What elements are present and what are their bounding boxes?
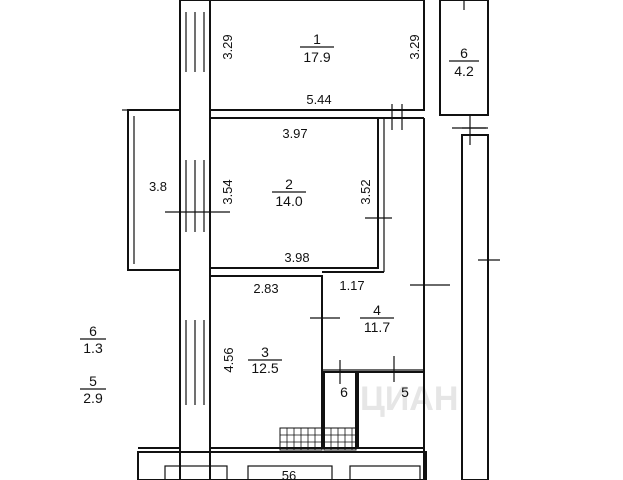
room-6-storage-outline bbox=[439, 0, 489, 116]
svg-text:3: 3 bbox=[261, 344, 269, 360]
room-3-label: 3 12.5 bbox=[248, 344, 282, 376]
window-left-3 bbox=[185, 320, 205, 405]
dim-room2-left: 3.54 bbox=[220, 179, 235, 204]
room-2-label: 2 14.0 bbox=[272, 176, 306, 209]
dim-bottom-partial: 56 bbox=[282, 468, 296, 480]
svg-text:12.5: 12.5 bbox=[251, 360, 278, 376]
room-1-outline bbox=[209, 0, 425, 111]
svg-text:4.2: 4.2 bbox=[454, 63, 474, 79]
room-1-label: 1 17.9 bbox=[300, 31, 334, 65]
balcony-outline bbox=[127, 109, 181, 271]
dim-room3-top: 2.83 bbox=[253, 281, 278, 296]
window-left-2 bbox=[185, 160, 205, 232]
bottom-corridor bbox=[137, 451, 427, 480]
svg-text:2: 2 bbox=[285, 176, 293, 192]
vent-hatch-1 bbox=[279, 427, 323, 451]
dim-room2-right: 3.52 bbox=[358, 179, 373, 204]
window-left-1 bbox=[185, 12, 205, 72]
room-5-bath-label: 5 bbox=[401, 384, 409, 400]
room-2-outline bbox=[209, 117, 379, 269]
room-4-label: 4 11.7 bbox=[360, 302, 394, 335]
dim-hall-top: 1.17 bbox=[339, 278, 364, 293]
dim-room3-left: 4.56 bbox=[221, 347, 236, 372]
watermark: ЦИАН bbox=[360, 380, 458, 418]
room-6-toilet-label: 6 bbox=[340, 384, 348, 400]
svg-text:14.0: 14.0 bbox=[275, 193, 302, 209]
dim-room1-right: 3.29 bbox=[407, 34, 422, 59]
svg-text:1.3: 1.3 bbox=[83, 340, 103, 356]
svg-text:5: 5 bbox=[89, 373, 97, 389]
right-column bbox=[461, 134, 489, 480]
dim-room1-left: 3.29 bbox=[220, 34, 235, 59]
svg-text:11.7: 11.7 bbox=[364, 319, 390, 335]
dim-balcony: 3.8 bbox=[149, 179, 167, 194]
dim-room1-bottom: 5.44 bbox=[306, 92, 331, 107]
dim-room2-bottom: 3.98 bbox=[284, 250, 309, 265]
svg-text:6: 6 bbox=[89, 323, 97, 339]
svg-text:6: 6 bbox=[460, 45, 468, 61]
room-6-outside-label: 6 1.3 bbox=[80, 323, 106, 356]
vent-hatch-2 bbox=[323, 427, 357, 451]
svg-text:17.9: 17.9 bbox=[303, 49, 330, 65]
svg-text:4: 4 bbox=[373, 302, 381, 318]
dim-room2-top: 3.97 bbox=[282, 126, 307, 141]
svg-text:2.9: 2.9 bbox=[83, 390, 103, 406]
room-6-storage-label: 6 4.2 bbox=[449, 45, 479, 79]
svg-text:1: 1 bbox=[313, 31, 321, 47]
room-5-outside-label: 5 2.9 bbox=[80, 373, 106, 406]
